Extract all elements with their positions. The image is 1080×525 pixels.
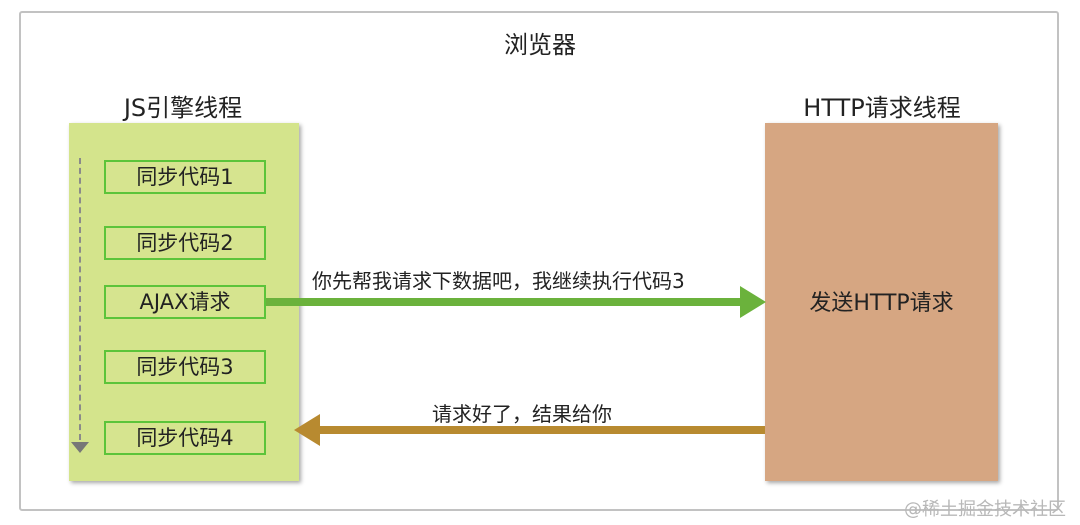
code-step-3: 同步代码3 <box>104 350 266 384</box>
http-action-label: 发送HTTP请求 <box>809 291 954 316</box>
outgoing-message: 你先帮我请求下数据吧，我继续执行代码3 <box>312 269 685 293</box>
code-step-ajax: AJAX请求 <box>104 285 266 319</box>
returning-message: 请求好了，结果给你 <box>432 402 612 426</box>
execution-flow-line <box>79 158 81 440</box>
code-step-4: 同步代码4 <box>104 421 266 455</box>
browser-frame <box>19 11 1059 511</box>
execution-flow-arrowhead-icon <box>71 442 89 453</box>
browser-title: 浏览器 <box>504 31 576 59</box>
watermark: @稀土掘金技术社区 <box>904 499 1066 520</box>
js-thread-title: JS引擎线程 <box>123 94 243 122</box>
code-step-1: 同步代码1 <box>104 160 266 194</box>
outgoing-arrowhead-icon <box>740 286 766 318</box>
code-step-2: 同步代码2 <box>104 226 266 260</box>
returning-arrowhead-icon <box>294 414 320 446</box>
http-thread-title: HTTP请求线程 <box>803 94 961 122</box>
http-thread-panel <box>765 123 998 481</box>
